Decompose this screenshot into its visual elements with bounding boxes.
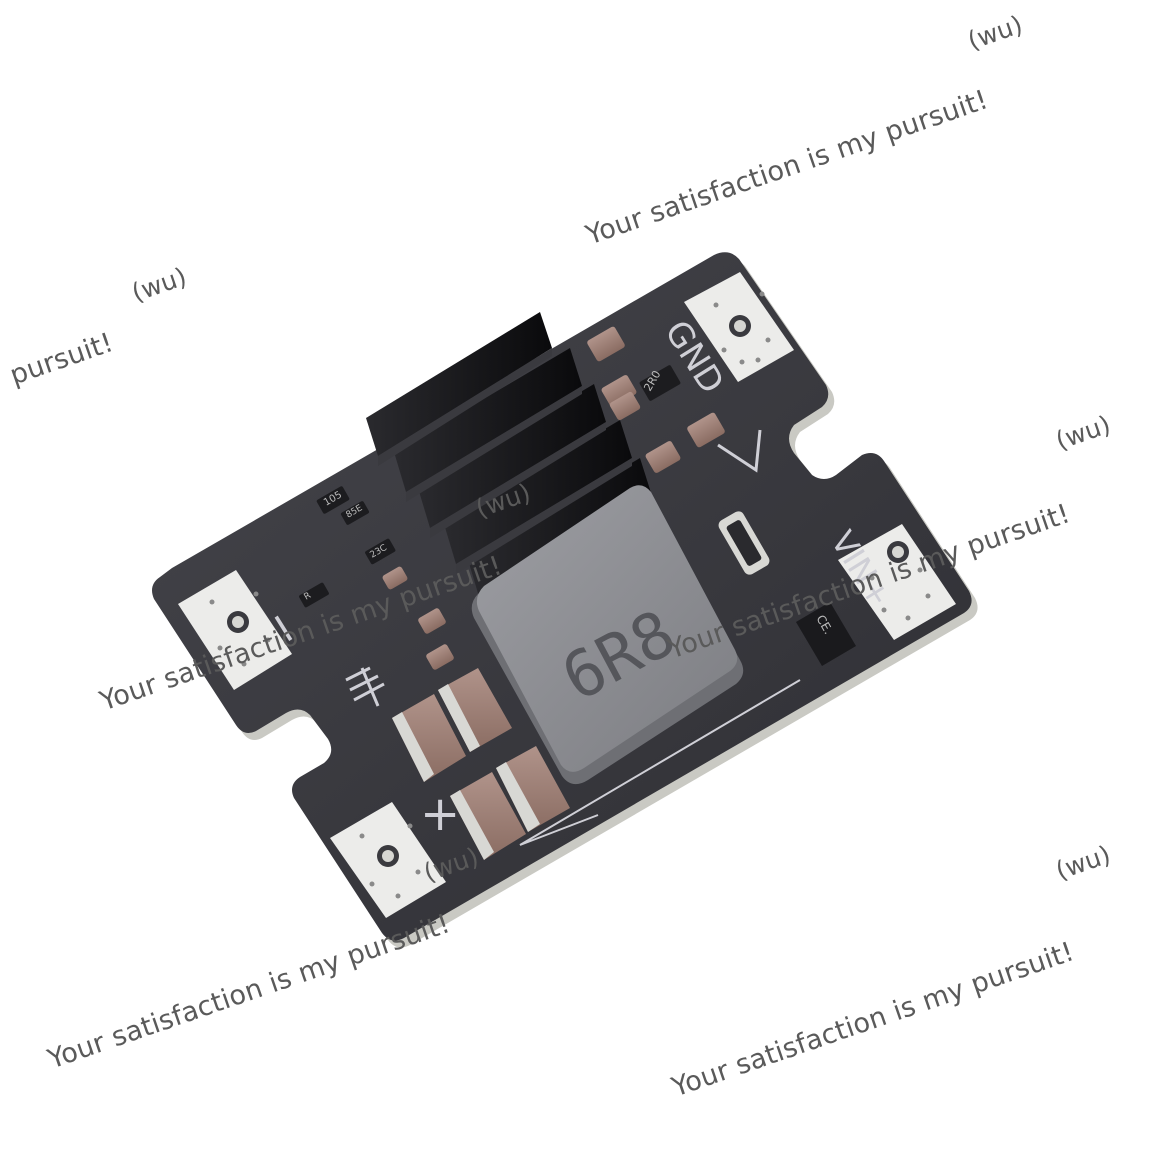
diode <box>718 511 770 575</box>
small-marking: R <box>303 591 313 603</box>
capacitor <box>450 772 526 860</box>
capacitor <box>392 694 466 782</box>
small-components: 2R0 105 85E 23C R <box>299 326 856 670</box>
pad-output-minus <box>178 570 292 690</box>
output-capacitors <box>392 668 570 860</box>
capacitor <box>587 326 625 362</box>
capacitor <box>418 608 446 634</box>
heatsink <box>366 312 652 600</box>
pad-vin <box>838 524 956 640</box>
resistor: R <box>299 582 329 608</box>
capacitor <box>496 746 570 832</box>
pad-output-plus <box>330 802 446 918</box>
pad-gnd <box>684 272 794 382</box>
resistor: 105 <box>316 486 350 514</box>
silk-ground-symbol <box>345 666 385 707</box>
capacitor <box>645 441 681 473</box>
control-chip: CE. <box>796 602 856 666</box>
capacitor <box>438 668 512 752</box>
capacitor <box>687 412 725 448</box>
inductor: 6R8 <box>471 485 744 785</box>
capacitor <box>609 391 641 421</box>
silk-outline <box>519 679 801 846</box>
silk-arrow-mark <box>717 429 762 473</box>
capacitor <box>601 375 637 407</box>
resistor: 23C <box>365 538 396 565</box>
capacitor <box>382 566 408 590</box>
capacitor <box>426 644 454 670</box>
